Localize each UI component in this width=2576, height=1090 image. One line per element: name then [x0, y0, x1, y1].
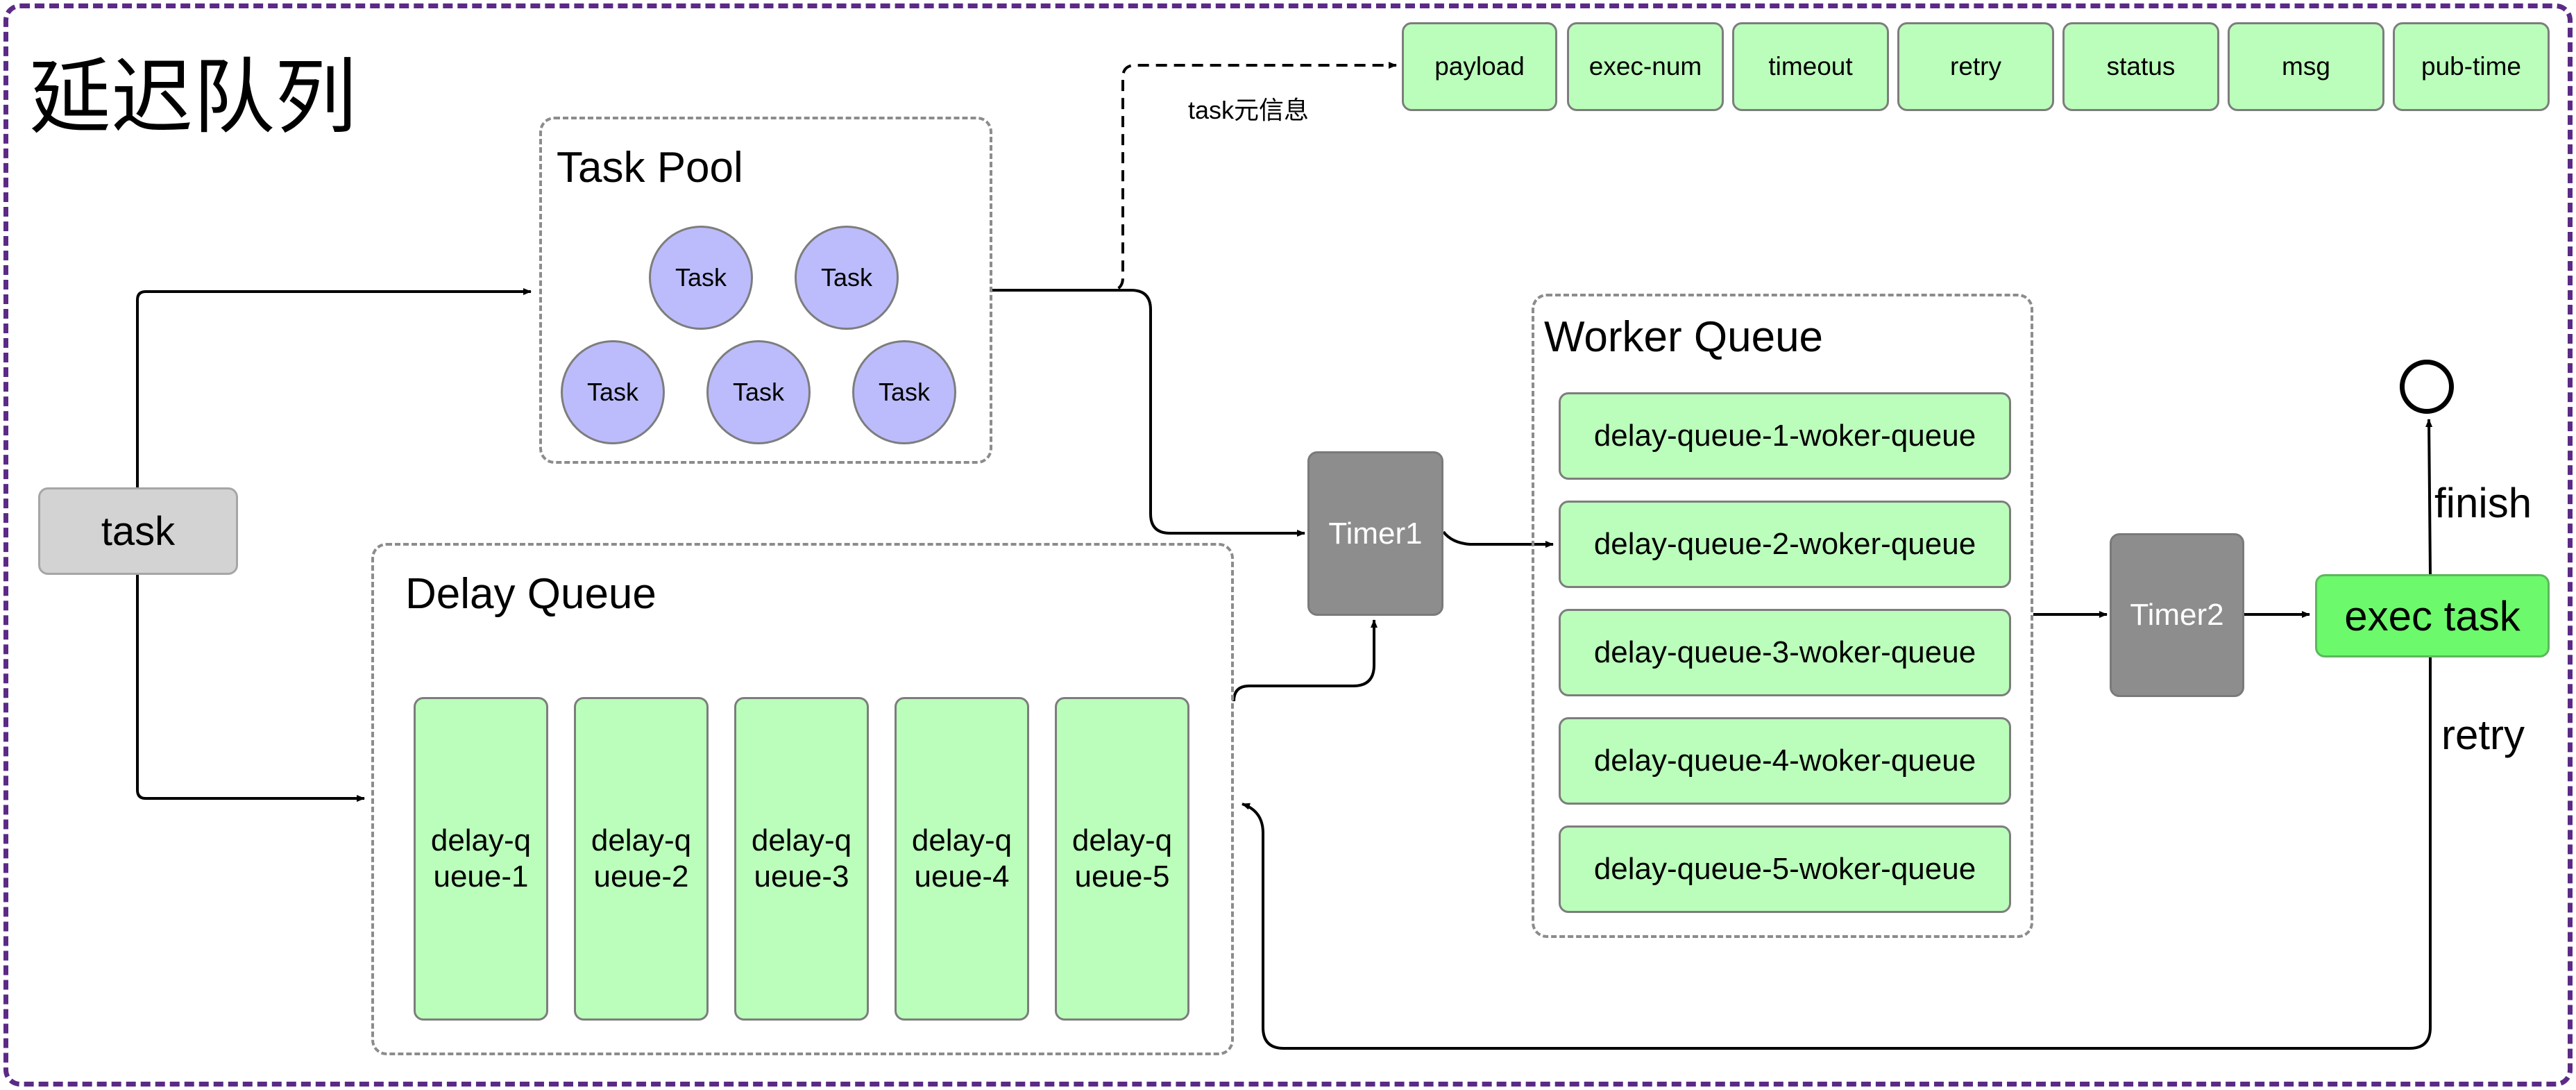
metadata-field-timeout: timeout	[1732, 22, 1889, 111]
delay-queue-group	[371, 543, 1234, 1055]
task-pool-task-2: Task	[795, 226, 899, 330]
edge-exec-to-finish	[2425, 419, 2433, 575]
delay-queue-5: delay-queue-5	[1055, 697, 1189, 1021]
worker-queue-title: Worker Queue	[1544, 313, 1824, 361]
metadata-label: task元信息	[1188, 96, 1310, 124]
edge-task-to-pool	[136, 288, 532, 487]
edge-exec-retry-to-delay-queue	[1242, 657, 2432, 1050]
task-pool-title: Task Pool	[557, 144, 743, 192]
delay-queue-3: delay-queue-3	[734, 697, 869, 1021]
retry-label: retry	[2441, 712, 2525, 758]
exec-task-node: exec task	[2315, 574, 2550, 657]
worker-queue-5: delay-queue-5-woker-queue	[1559, 825, 2011, 913]
diagram-title: 延迟队列	[29, 49, 357, 145]
worker-queue-1: delay-queue-1-woker-queue	[1559, 392, 2011, 480]
worker-queue-2: delay-queue-2-woker-queue	[1559, 501, 2011, 588]
edge-pool-to-metadata	[992, 62, 1397, 292]
edge-pool-to-timer1	[992, 289, 1305, 537]
finish-label: finish	[2434, 480, 2532, 526]
metadata-field-payload: payload	[1402, 22, 1557, 111]
delay-queue-1: delay-queue-1	[414, 697, 548, 1021]
delay-queue-title: Delay Queue	[405, 570, 656, 618]
edge-task-to-delay-queue	[136, 575, 365, 802]
metadata-field-exec-num: exec-num	[1567, 22, 1724, 111]
finish-end-circle	[2400, 360, 2454, 414]
worker-queue-4: delay-queue-4-woker-queue	[1559, 717, 2011, 805]
task-pool-task-3: Task	[561, 340, 665, 444]
task-pool-task-4: Task	[706, 340, 811, 444]
diagram-frame	[3, 3, 2573, 1087]
delay-queue-2: delay-queue-2	[574, 697, 709, 1021]
task-pool-group	[539, 117, 992, 464]
edge-timer1-to-worker-queue	[1442, 530, 1554, 548]
task-pool-task-1: Task	[649, 226, 753, 330]
metadata-field-status: status	[2062, 22, 2219, 111]
edge-delay-queue-to-timer1	[1232, 619, 1378, 702]
timer1-node: Timer1	[1307, 451, 1443, 616]
metadata-field-retry: retry	[1897, 22, 2054, 111]
timer2-node: Timer2	[2110, 533, 2244, 697]
metadata-field-pub-time: pub-time	[2393, 22, 2550, 111]
metadata-field-msg: msg	[2228, 22, 2384, 111]
worker-queue-group	[1532, 294, 2033, 938]
input-task-node: task	[38, 487, 238, 575]
delay-queue-4: delay-queue-4	[895, 697, 1029, 1021]
task-pool-task-5: Task	[852, 340, 956, 444]
worker-queue-3: delay-queue-3-woker-queue	[1559, 609, 2011, 696]
